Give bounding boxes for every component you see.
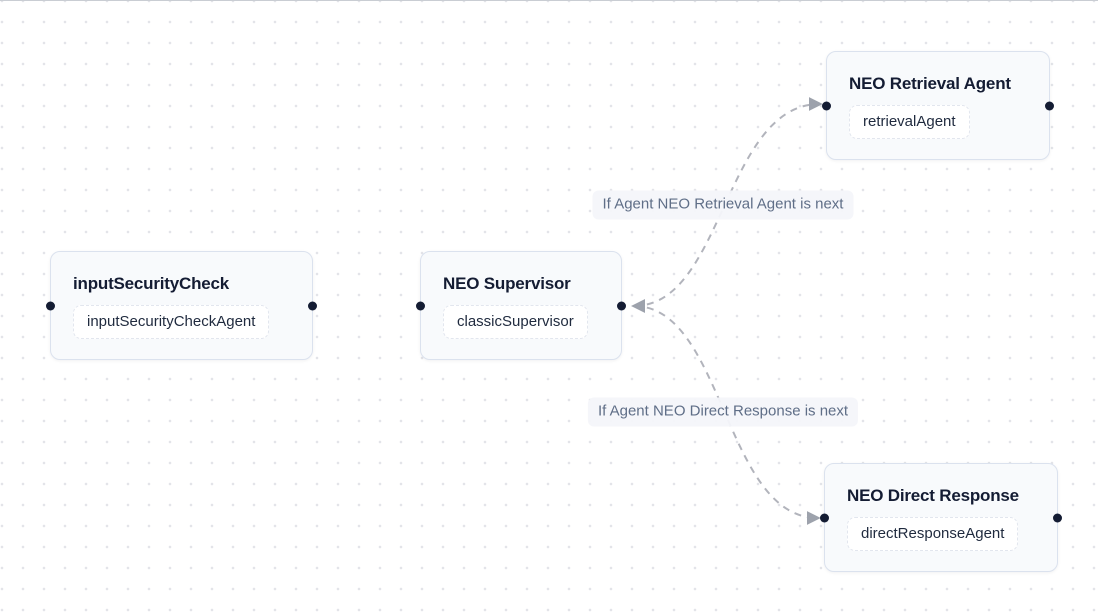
edge-label-direct-response-condition[interactable]: If Agent NEO Direct Response is next (587, 397, 859, 427)
node-input-security-check[interactable]: inputSecurityCheck inputSecurityCheckAge… (46, 251, 317, 360)
handle-right[interactable] (617, 301, 626, 310)
node-neo-supervisor[interactable]: NEO Supervisor classicSupervisor (416, 251, 626, 360)
handle-left[interactable] (416, 301, 425, 310)
node-title: NEO Direct Response (847, 486, 1019, 505)
agent-chip: directResponseAgent (847, 517, 1019, 551)
node-neo-retrieval-agent[interactable]: NEO Retrieval Agent retrievalAgent (822, 51, 1054, 160)
handle-left[interactable] (820, 513, 829, 522)
agent-chip: classicSupervisor (443, 305, 588, 339)
handle-right[interactable] (1053, 513, 1062, 522)
node-title: NEO Retrieval Agent (849, 74, 1011, 93)
handle-left[interactable] (46, 301, 55, 310)
handle-right[interactable] (1045, 101, 1054, 110)
handle-left[interactable] (822, 101, 831, 110)
node-title: inputSecurityCheck (73, 274, 230, 293)
node-neo-direct-response[interactable]: NEO Direct Response directResponseAgent (820, 463, 1062, 572)
agent-chip: retrievalAgent (849, 105, 970, 139)
handle-right[interactable] (308, 301, 317, 310)
edge-label-retrieval-condition[interactable]: If Agent NEO Retrieval Agent is next (592, 190, 854, 220)
agent-chip: inputSecurityCheckAgent (73, 305, 270, 339)
node-title: NEO Supervisor (443, 274, 571, 293)
